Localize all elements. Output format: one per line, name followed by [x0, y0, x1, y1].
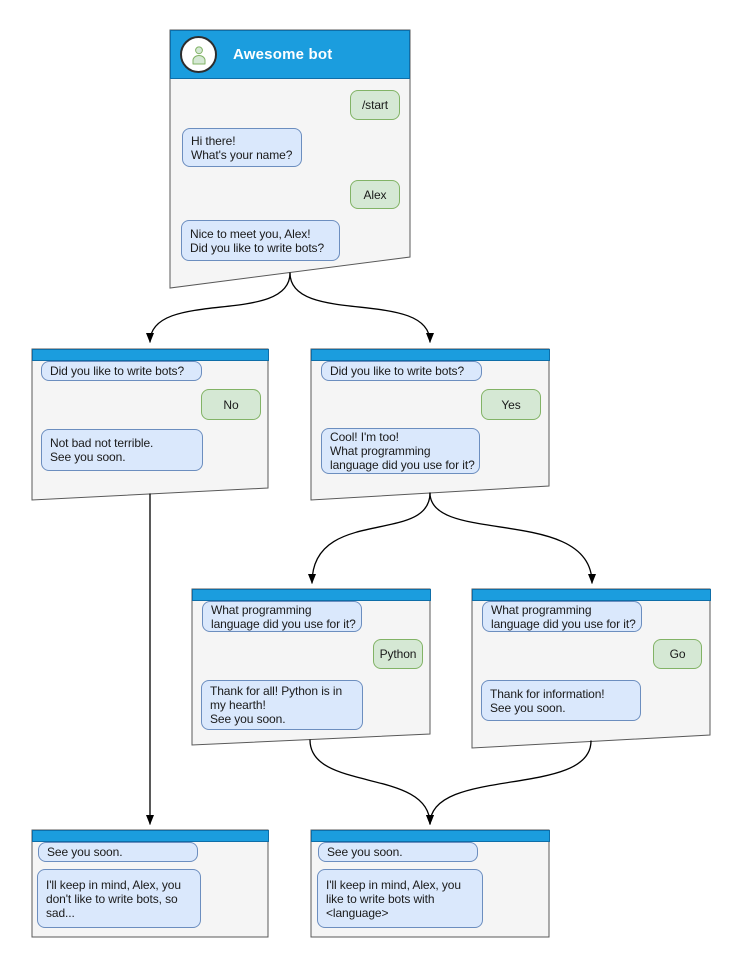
message-bubble-bot: Did you like to write bots? [41, 361, 202, 381]
bot-avatar [180, 36, 217, 73]
message-bubble-bot: What programming language did you use fo… [482, 601, 642, 632]
edge-main-to-yes-branch [289, 272, 434, 343]
edge-yes-to-go [429, 492, 596, 584]
message-bubble-bot: I'll keep in mind, Alex, you don't like … [37, 869, 201, 928]
message-bubble-bot: Not bad not terrible. See you soon. [41, 429, 203, 471]
edge-yes-to-python [308, 492, 431, 584]
message-bubble-bot: See you soon. [38, 842, 198, 862]
end-no-window-header [32, 830, 269, 842]
message-bubble-user: Go [653, 639, 702, 669]
edge-go-to-end [426, 740, 592, 825]
message-bubble-user: Alex [350, 180, 400, 209]
message-bubble-bot: Nice to meet you, Alex! Did you like to … [181, 220, 340, 261]
main-window-header: Awesome bot [170, 30, 410, 79]
message-bubble-user: No [201, 389, 261, 420]
message-bubble-bot: Cool! I'm too! What programming language… [321, 428, 480, 474]
message-bubble-user: Python [373, 639, 423, 669]
message-bubble-user: /start [350, 90, 400, 120]
edge-python-to-end [309, 739, 434, 825]
message-bubble-user: Yes [481, 389, 541, 420]
message-bubble-bot: What programming language did you use fo… [202, 601, 362, 632]
main-window-title: Awesome bot [233, 46, 333, 63]
yes-branch-window-header [311, 349, 550, 361]
person-icon [192, 45, 205, 64]
message-bubble-bot: See you soon. [318, 842, 478, 862]
go-branch-window-header [472, 589, 711, 601]
end-language-window-header [311, 830, 550, 842]
message-bubble-bot: Hi there! What's your name? [182, 128, 302, 167]
no-branch-window-header [32, 349, 269, 361]
message-bubble-bot: Did you like to write bots? [321, 361, 482, 381]
message-bubble-bot: Thank for information! See you soon. [481, 680, 641, 721]
python-branch-window-header [192, 589, 431, 601]
message-bubble-bot: Thank for all! Python is in my hearth! S… [201, 680, 363, 730]
edge-main-to-no-branch [146, 272, 291, 343]
message-bubble-bot: I'll keep in mind, Alex, you like to wri… [317, 869, 483, 928]
